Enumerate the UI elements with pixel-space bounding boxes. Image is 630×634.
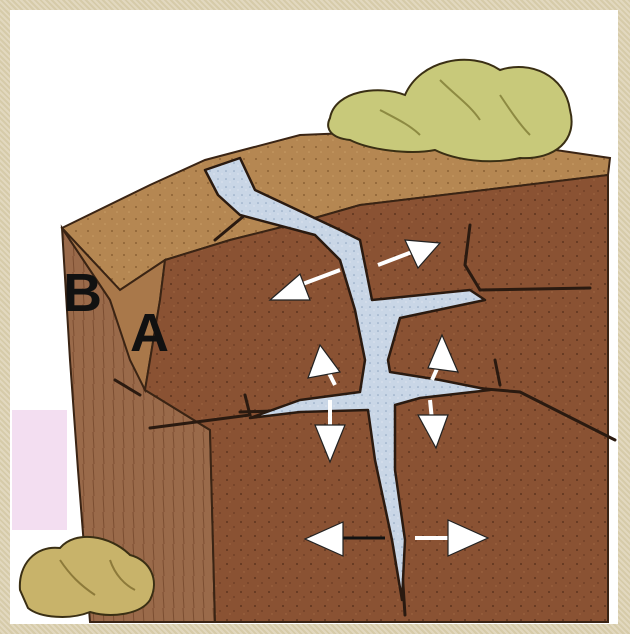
background-smudge	[12, 410, 67, 530]
label-b: B	[63, 266, 102, 320]
diagram-panel: B A	[10, 10, 618, 624]
moss-clump-icon	[328, 60, 571, 161]
label-a: A	[130, 306, 169, 360]
